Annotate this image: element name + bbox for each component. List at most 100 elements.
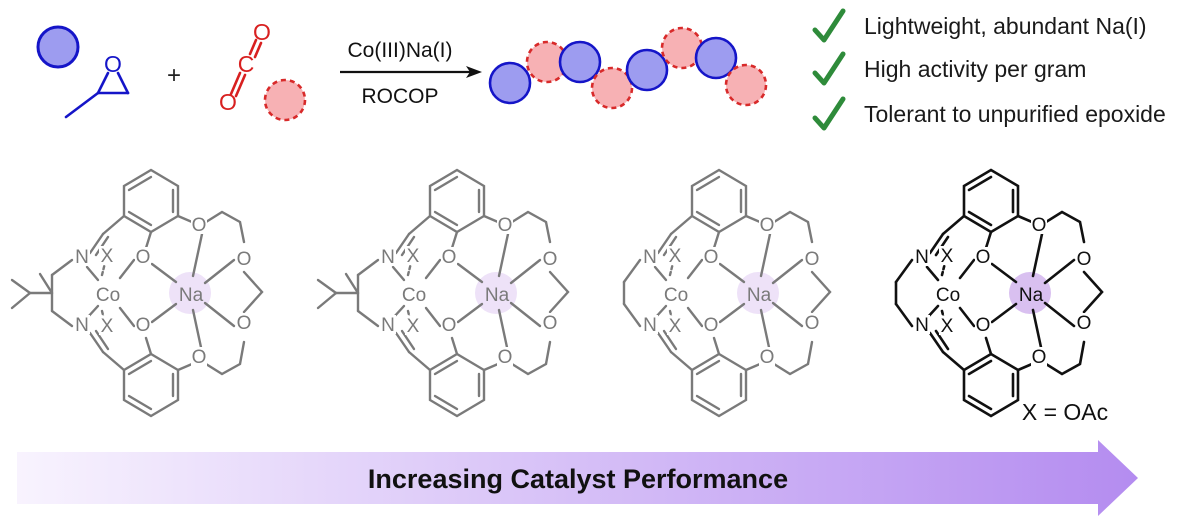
benefit-text: Tolerant to unpurified epoxide — [864, 100, 1166, 127]
checkmark-icon — [812, 51, 846, 86]
nitrogen-label-backdrop — [74, 247, 90, 266]
ether-oxygen-label-backdrop — [804, 313, 820, 332]
nitrogen-label: N — [75, 315, 89, 336]
ether-oxygen-label: O — [760, 215, 775, 236]
ether-oxygen-label-backdrop — [1031, 347, 1047, 366]
ether-oxygen-label-backdrop — [542, 313, 558, 332]
co2-monomer-circle — [263, 78, 307, 122]
ether-oxygen-label-backdrop — [1076, 313, 1092, 332]
ether-oxygen-label-backdrop — [1031, 215, 1047, 234]
checkmark-icon — [812, 96, 846, 131]
sodium-label: Na — [179, 285, 204, 306]
co2-oxygen-top: O — [253, 19, 271, 45]
polymer-epoxide-unit — [625, 48, 669, 92]
plus-sign: + — [167, 62, 181, 89]
ether-oxygen-label-backdrop — [191, 215, 207, 234]
nitrogen-label-backdrop — [74, 315, 90, 334]
cobalt-label-backdrop — [401, 285, 427, 304]
phenoxide-oxygen-label: O — [442, 315, 457, 336]
axial-x-label-backdrop — [939, 316, 955, 335]
axial-x-label-backdrop — [405, 316, 421, 335]
ether-oxygen-label: O — [543, 249, 558, 270]
cobalt-label: Co — [664, 285, 688, 306]
co2-oxygen-bottom: O — [219, 89, 237, 115]
nitrogen-label-backdrop — [642, 315, 658, 334]
co2-structure — [229, 38, 263, 98]
cobalt-label: Co — [936, 285, 960, 306]
axial-x-label: X — [669, 316, 682, 337]
ether-oxygen-label: O — [1077, 249, 1092, 270]
ether-oxygen-label-backdrop — [497, 215, 513, 234]
phenoxide-oxygen-label-backdrop — [441, 247, 457, 266]
benefit-item: Lightweight, abundant Na(I) — [812, 6, 1147, 46]
nitrogen-label: N — [381, 315, 395, 336]
reaction-arrow — [340, 66, 482, 78]
nitrogen-label-backdrop — [642, 247, 658, 266]
ether-oxygen-label: O — [805, 313, 820, 334]
axial-x-label-backdrop — [667, 316, 683, 335]
phenoxide-oxygen-label-backdrop — [135, 247, 151, 266]
sodium-highlight — [737, 272, 779, 314]
polymer-epoxide-unit — [694, 36, 738, 80]
ether-oxygen-label-backdrop — [804, 249, 820, 268]
nitrogen-label-backdrop — [914, 247, 930, 266]
ether-oxygen-label: O — [1032, 347, 1047, 368]
sodium-highlight — [1009, 272, 1051, 314]
catalyst-complex-2 — [316, 168, 570, 418]
cobalt-label-backdrop — [663, 285, 689, 304]
axial-x-label-backdrop — [99, 246, 115, 265]
nitrogen-label-backdrop — [914, 315, 930, 334]
cobalt-label: Co — [402, 285, 426, 306]
nitrogen-label-backdrop — [380, 247, 396, 266]
sodium-label: Na — [485, 285, 510, 306]
phenoxide-oxygen-label-backdrop — [441, 315, 457, 334]
phenoxide-oxygen-label: O — [136, 247, 151, 268]
propylene-oxide-structure — [64, 71, 130, 119]
nitrogen-label: N — [915, 247, 929, 268]
benefit-item: Tolerant to unpurified epoxide — [812, 94, 1166, 134]
ether-oxygen-label: O — [237, 249, 252, 270]
ether-oxygen-label: O — [192, 215, 207, 236]
performance-arrow-label: Increasing Catalyst Performance — [368, 464, 788, 494]
axial-x-label: X — [669, 246, 682, 267]
benefit-text: Lightweight, abundant Na(I) — [864, 12, 1147, 39]
ether-oxygen-label-backdrop — [191, 347, 207, 366]
ether-oxygen-label: O — [498, 215, 513, 236]
axial-x-label: X — [407, 246, 420, 267]
ether-oxygen-label: O — [192, 347, 207, 368]
axial-x-label: X — [407, 316, 420, 337]
ether-oxygen-label-backdrop — [1076, 249, 1092, 268]
sodium-highlight — [475, 272, 517, 314]
ether-oxygen-label: O — [1077, 313, 1092, 334]
performance-arrow — [17, 440, 1138, 516]
rocop-label: ROCOP — [361, 85, 438, 108]
ether-oxygen-label-backdrop — [759, 215, 775, 234]
phenoxide-oxygen-label-backdrop — [135, 315, 151, 334]
catalyst-complex-1 — [10, 168, 264, 418]
checkmark-icon — [812, 8, 846, 43]
catalyst-complex-3 — [622, 168, 832, 418]
axial-x-label: X — [101, 246, 114, 267]
ether-oxygen-label-backdrop — [236, 313, 252, 332]
ether-oxygen-label: O — [1032, 215, 1047, 236]
polymer-epoxide-unit — [488, 61, 532, 105]
nitrogen-label: N — [915, 315, 929, 336]
ether-oxygen-label: O — [543, 313, 558, 334]
sodium-highlight — [169, 272, 211, 314]
axial-x-label-backdrop — [405, 246, 421, 265]
axial-x-label-backdrop — [99, 316, 115, 335]
polymer-co2-unit — [590, 66, 634, 110]
ether-oxygen-label: O — [760, 347, 775, 368]
ether-oxygen-label-backdrop — [236, 249, 252, 268]
axial-x-label: X — [941, 316, 954, 337]
epoxide-monomer-circle — [36, 25, 80, 69]
phenoxide-oxygen-label-backdrop — [703, 315, 719, 334]
phenoxide-oxygen-label-backdrop — [975, 315, 991, 334]
polymer-co2-unit — [724, 63, 768, 107]
phenoxide-oxygen-label-backdrop — [975, 247, 991, 266]
benefit-text: High activity per gram — [864, 55, 1087, 82]
copolymer-chain — [488, 26, 768, 110]
axial-x-label: X — [941, 246, 954, 267]
phenoxide-oxygen-label: O — [442, 247, 457, 268]
axial-x-label-backdrop — [667, 246, 683, 265]
